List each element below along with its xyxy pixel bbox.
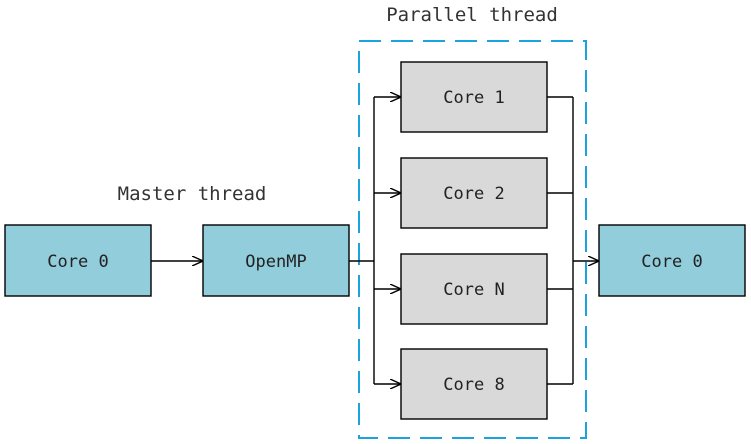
node-core8-label: Core 8	[443, 375, 504, 395]
node-openmp: OpenMP	[202, 224, 350, 297]
parallel-region-border	[358, 40, 587, 439]
connectors	[151, 97, 599, 384]
node-core1: Core 1	[400, 61, 548, 133]
node-core0-right-label: Core 0	[641, 252, 702, 272]
node-openmp-label: OpenMP	[245, 252, 306, 272]
node-coreN: Core N	[400, 253, 548, 325]
node-core0-right: Core 0	[598, 224, 746, 297]
node-core8: Core 8	[400, 348, 548, 420]
node-core2-label: Core 2	[443, 184, 504, 204]
node-core0-left: Core 0	[4, 224, 152, 297]
node-core0-left-label: Core 0	[47, 252, 108, 272]
node-core1-label: Core 1	[443, 88, 504, 108]
master-thread-label: Master thread	[118, 183, 267, 205]
node-core2: Core 2	[400, 157, 548, 229]
node-coreN-label: Core N	[443, 280, 504, 300]
parallel-thread-label: Parallel thread	[386, 4, 558, 26]
